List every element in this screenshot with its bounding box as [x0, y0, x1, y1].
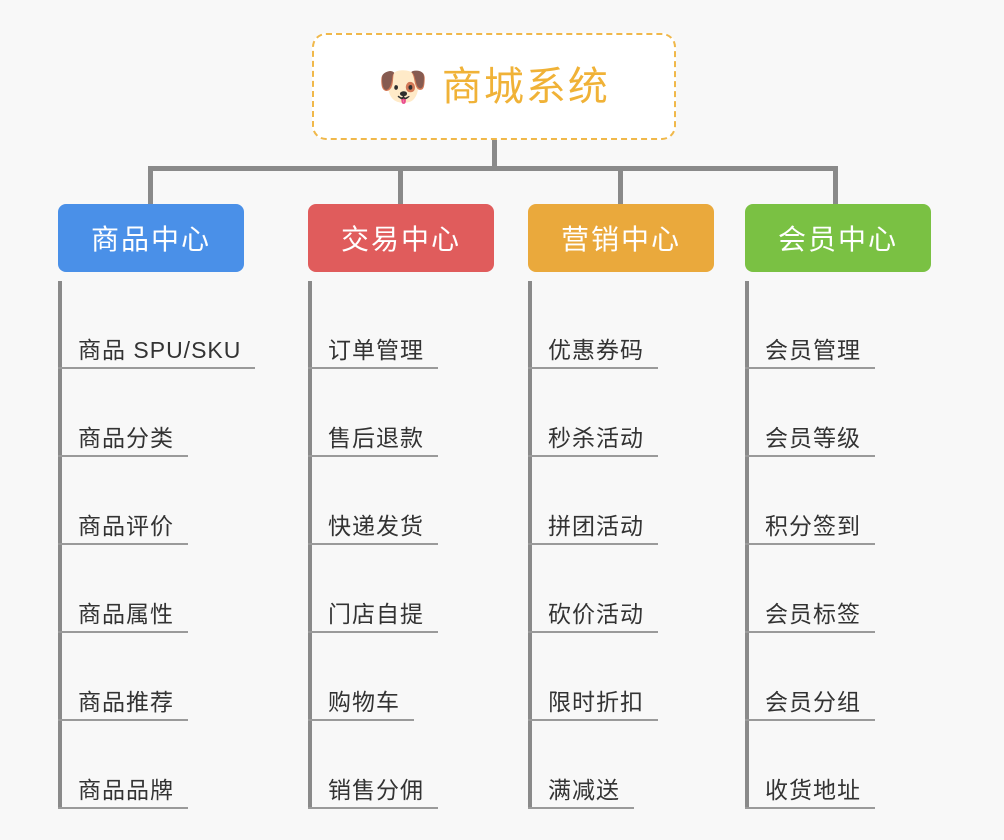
- leaf-label: 商品 SPU/SKU: [58, 337, 256, 369]
- list-item[interactable]: 会员分组: [745, 633, 931, 721]
- column-trade-center: 交易中心 订单管理 售后退款 快递发货 门店自提 购物车 销售分佣: [308, 204, 494, 809]
- list-item[interactable]: 售后退款: [308, 369, 494, 457]
- column-marketing-center: 营销中心 优惠券码 秒杀活动 拼团活动 砍价活动 限时折扣 满减送: [528, 204, 714, 809]
- list-item[interactable]: 会员标签: [745, 545, 931, 633]
- leaf-label: 收货地址: [745, 777, 875, 809]
- root-title: 商城系统: [441, 64, 610, 109]
- leaf-label: 会员等级: [745, 425, 875, 457]
- list-item[interactable]: 收货地址: [745, 721, 931, 809]
- leaf-list-product-center: 商品 SPU/SKU 商品分类 商品评价 商品属性 商品推荐 商品品牌: [58, 281, 256, 809]
- list-item[interactable]: 销售分佣: [308, 721, 494, 809]
- connector-drop-3: [618, 166, 623, 206]
- list-item[interactable]: 积分签到: [745, 457, 931, 545]
- leaf-label: 商品分类: [58, 425, 188, 457]
- leaf-label: 订单管理: [308, 337, 438, 369]
- list-item[interactable]: 购物车: [308, 633, 494, 721]
- leaf-label: 销售分佣: [308, 777, 438, 809]
- leaf-label: 优惠券码: [528, 337, 658, 369]
- connector-drop-2: [398, 166, 403, 206]
- list-item[interactable]: 订单管理: [308, 281, 494, 369]
- list-item[interactable]: 满减送: [528, 721, 714, 809]
- leaf-label: 会员标签: [745, 601, 875, 633]
- leaf-label: 砍价活动: [528, 601, 658, 633]
- list-item[interactable]: 商品推荐: [58, 633, 244, 721]
- connector-drop-1: [148, 166, 153, 206]
- list-item[interactable]: 砍价活动: [528, 545, 714, 633]
- leaf-label: 售后退款: [308, 425, 438, 457]
- list-item[interactable]: 商品品牌: [58, 721, 244, 809]
- category-header-member-center[interactable]: 会员中心: [745, 204, 931, 272]
- list-item[interactable]: 会员等级: [745, 369, 931, 457]
- leaf-label: 秒杀活动: [528, 425, 658, 457]
- leaf-label: 商品评价: [58, 513, 188, 545]
- leaf-label: 会员分组: [745, 689, 875, 721]
- connector-horizontal-bar: [148, 166, 838, 171]
- leaf-label: 购物车: [308, 689, 414, 721]
- list-item[interactable]: 商品 SPU/SKU: [58, 281, 256, 369]
- column-product-center: 商品中心 商品 SPU/SKU 商品分类 商品评价 商品属性 商品推荐 商品品牌: [58, 204, 256, 809]
- leaf-list-marketing-center: 优惠券码 秒杀活动 拼团活动 砍价活动 限时折扣 满减送: [528, 281, 714, 809]
- list-item[interactable]: 限时折扣: [528, 633, 714, 721]
- connector-root-stem: [492, 140, 497, 170]
- column-member-center: 会员中心 会员管理 会员等级 积分签到 会员标签 会员分组 收货地址: [745, 204, 931, 809]
- leaf-label: 商品属性: [58, 601, 188, 633]
- list-item[interactable]: 会员管理: [745, 281, 931, 369]
- leaf-label: 商品推荐: [58, 689, 188, 721]
- leaf-label: 快递发货: [308, 513, 438, 545]
- leaf-label: 会员管理: [745, 337, 875, 369]
- category-header-trade-center[interactable]: 交易中心: [308, 204, 494, 272]
- leaf-list-member-center: 会员管理 会员等级 积分签到 会员标签 会员分组 收货地址: [745, 281, 931, 809]
- list-item[interactable]: 拼团活动: [528, 457, 714, 545]
- root-node[interactable]: 🐶 商城系统: [312, 33, 676, 140]
- leaf-label: 门店自提: [308, 601, 438, 633]
- list-item[interactable]: 快递发货: [308, 457, 494, 545]
- dog-face-icon: 🐶: [378, 64, 428, 109]
- leaf-label: 拼团活动: [528, 513, 658, 545]
- leaf-label: 限时折扣: [528, 689, 658, 721]
- leaf-label: 满减送: [528, 777, 634, 809]
- list-item[interactable]: 秒杀活动: [528, 369, 714, 457]
- leaf-label: 积分签到: [745, 513, 875, 545]
- leaf-list-trade-center: 订单管理 售后退款 快递发货 门店自提 购物车 销售分佣: [308, 281, 494, 809]
- connector-drop-4: [833, 166, 838, 206]
- category-header-marketing-center[interactable]: 营销中心: [528, 204, 714, 272]
- category-header-product-center[interactable]: 商品中心: [58, 204, 244, 272]
- list-item[interactable]: 商品分类: [58, 369, 244, 457]
- list-item[interactable]: 门店自提: [308, 545, 494, 633]
- list-item[interactable]: 商品属性: [58, 545, 244, 633]
- list-item[interactable]: 优惠券码: [528, 281, 714, 369]
- list-item[interactable]: 商品评价: [58, 457, 244, 545]
- leaf-label: 商品品牌: [58, 777, 188, 809]
